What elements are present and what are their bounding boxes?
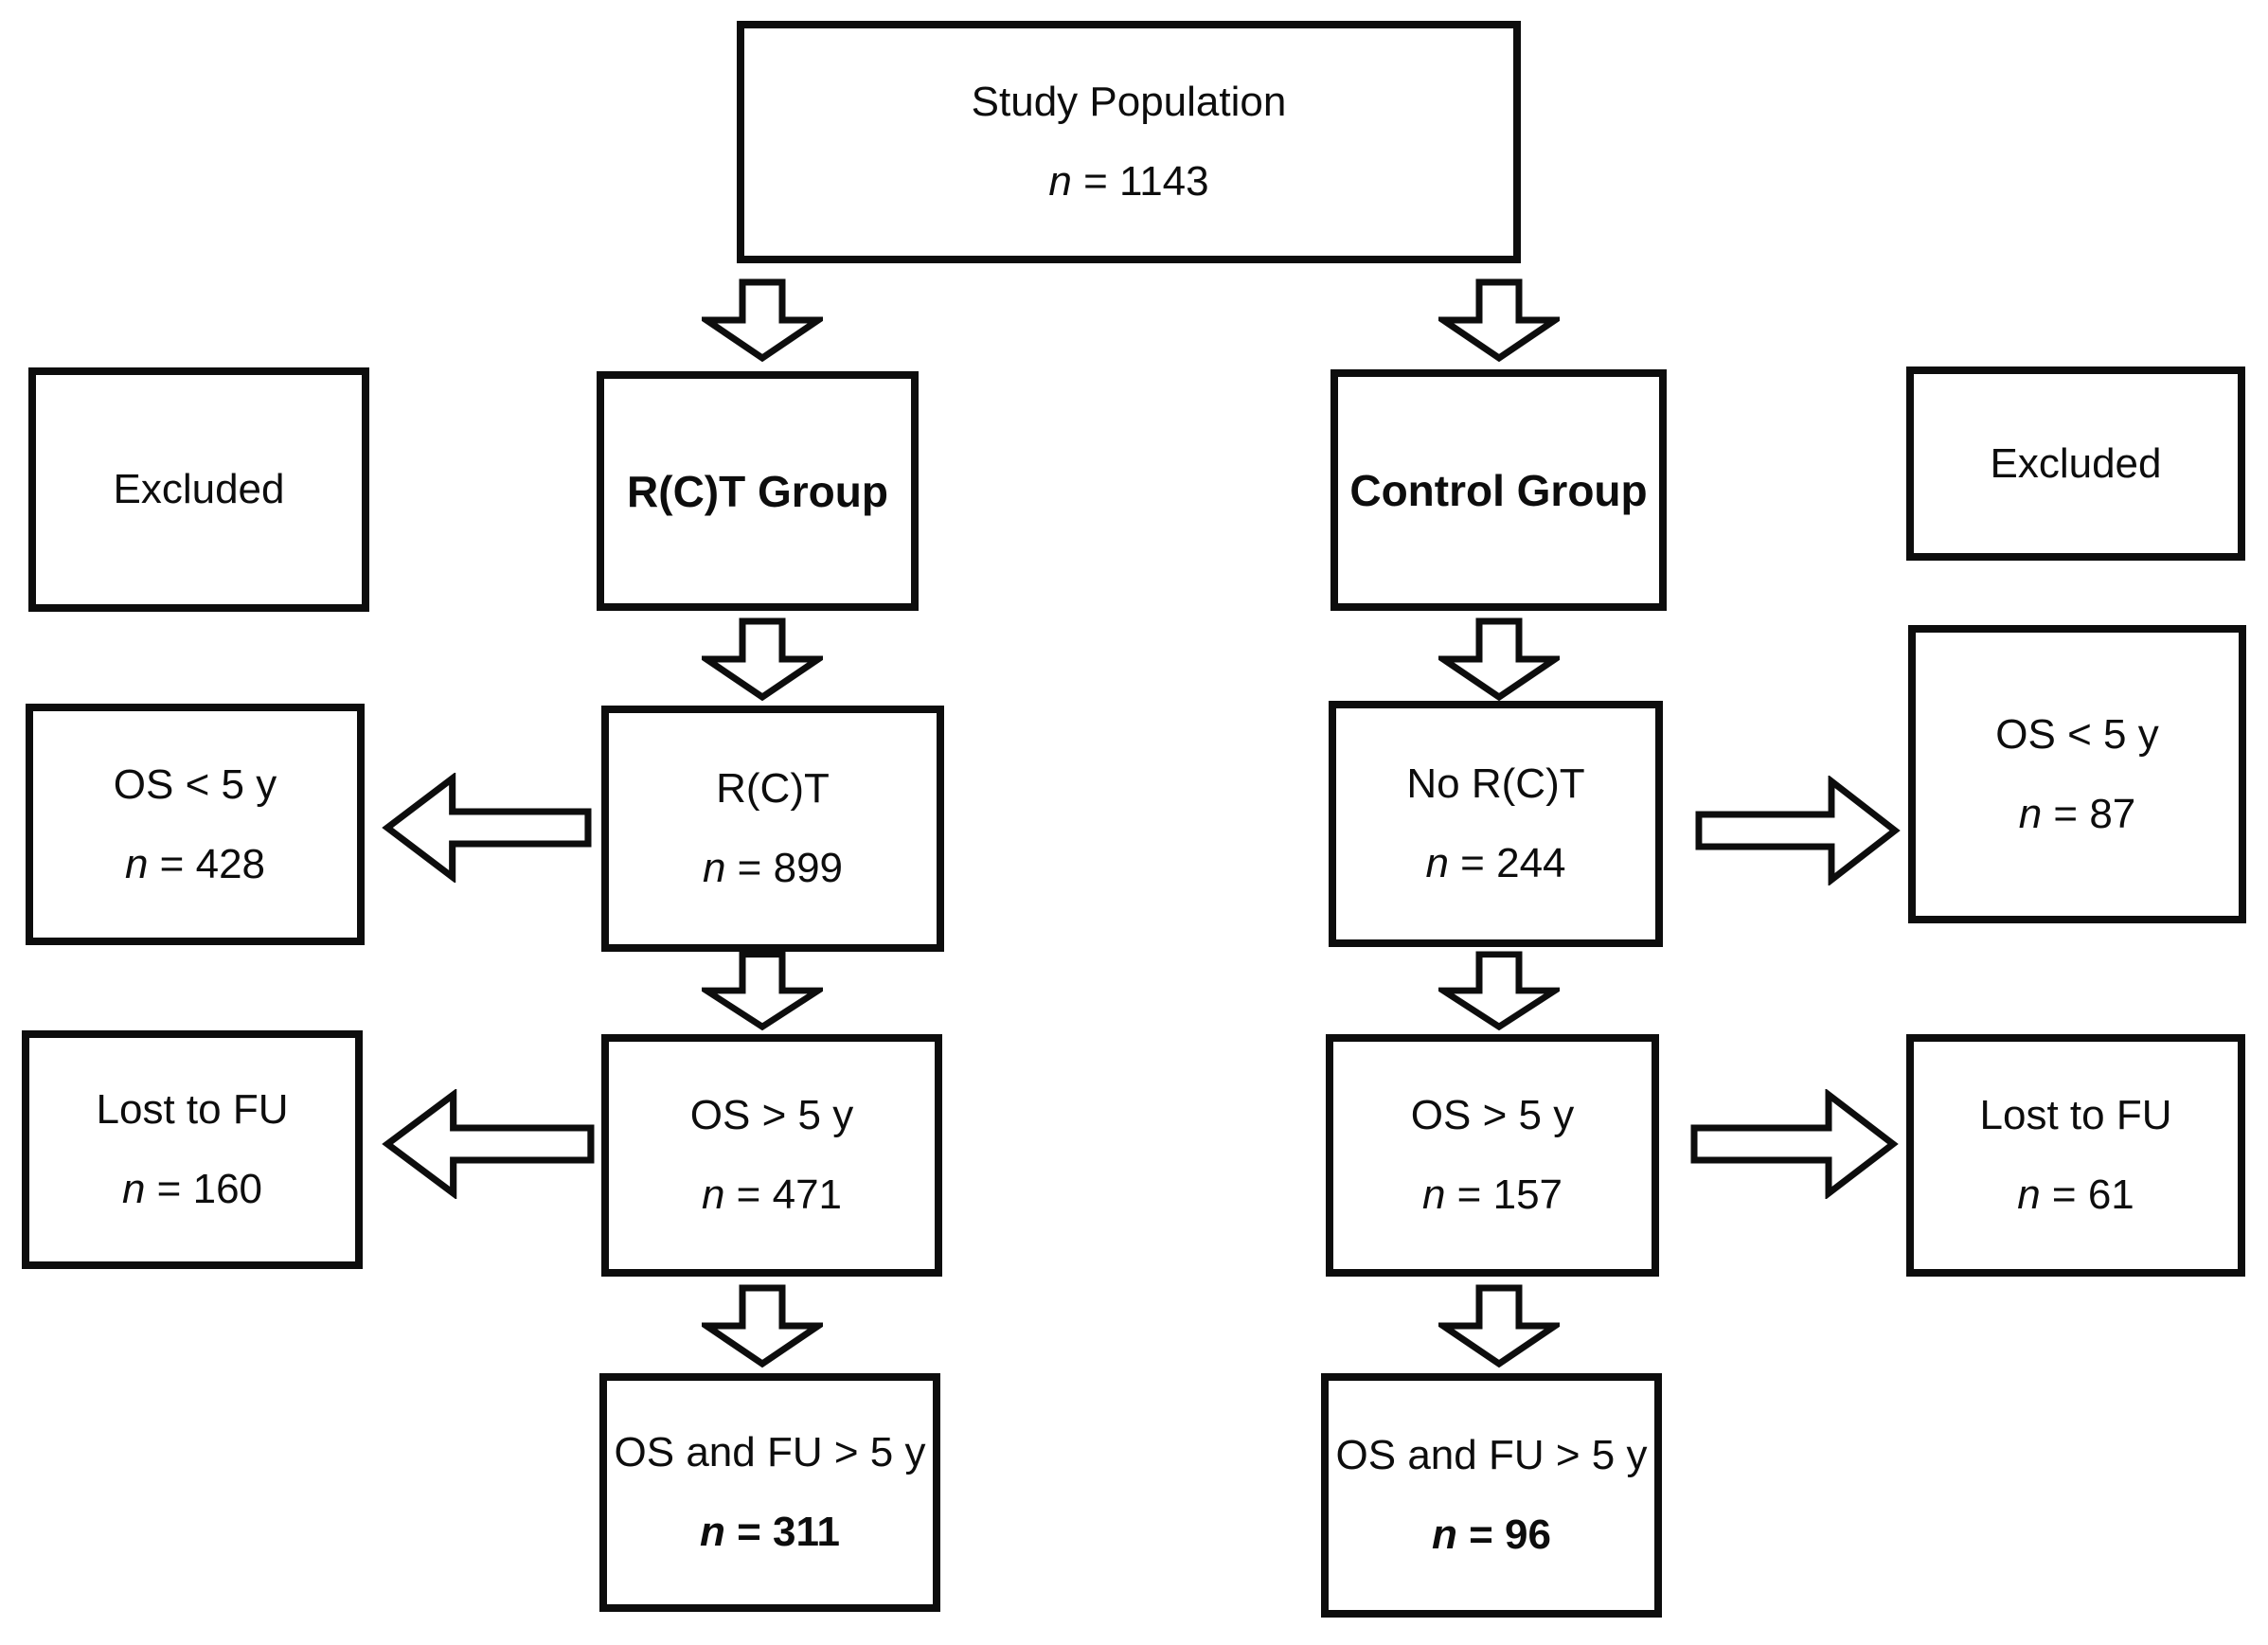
box-label: R(C)T (716, 765, 830, 812)
down-arrow-icon (702, 278, 823, 362)
n-symbol: n (1421, 1171, 1446, 1218)
n-symbol: n (2017, 1171, 2041, 1218)
box-count: n = 87 (2018, 790, 2136, 837)
box-count: n = 311 (700, 1511, 840, 1553)
n-symbol: n (701, 1171, 725, 1218)
arrow-shape (702, 278, 823, 362)
box-count: n = 96 (1432, 1514, 1551, 1556)
box-label: Study Population (971, 79, 1287, 125)
box-rct: R(C)T n = 899 (601, 706, 944, 952)
box-label: Excluded (1990, 439, 2162, 487)
box-os-under5-right: OS < 5 y n = 87 (1908, 625, 2246, 923)
down-arrow-icon (1438, 278, 1560, 362)
box-label: OS > 5 y (689, 1092, 854, 1138)
arrow-shape (702, 1284, 823, 1368)
box-label: OS and FU > 5 y (1335, 1432, 1648, 1478)
n-symbol: n (1425, 840, 1449, 886)
box-label: OS < 5 y (113, 760, 277, 808)
count-value: = 61 (2040, 1171, 2134, 1218)
box-label: OS > 5 y (1410, 1092, 1575, 1138)
right-arrow-icon (1695, 776, 1901, 885)
box-label: No R(C)T (1406, 760, 1585, 807)
arrow-shape (1438, 951, 1560, 1030)
count-value: = 899 (725, 845, 844, 891)
down-arrow-icon (702, 951, 823, 1030)
n-symbol: n (121, 1166, 146, 1212)
n-symbol: n (2018, 790, 2043, 837)
box-study-population: Study Population n = 1143 (737, 21, 1521, 263)
n-symbol: n (699, 1509, 725, 1555)
count-value: = 428 (148, 840, 266, 887)
count-value: = 87 (2042, 790, 2136, 837)
box-label: Control Group (1349, 465, 1648, 515)
down-arrow-icon (1438, 1284, 1560, 1368)
count-value: = 311 (724, 1509, 841, 1555)
arrow-shape (1690, 1089, 1899, 1199)
box-no-rct: No R(C)T n = 244 (1329, 701, 1663, 947)
box-count: n = 244 (1425, 843, 1565, 885)
arrow-shape (702, 617, 823, 701)
down-arrow-icon (1438, 951, 1560, 1030)
box-count: n = 1143 (1048, 161, 1208, 203)
box-lost-fu-left: Lost to FU n = 160 (22, 1030, 363, 1269)
arrow-shape (382, 773, 592, 883)
box-label: Lost to FU (1979, 1092, 2172, 1138)
box-label: Lost to FU (96, 1086, 289, 1133)
left-arrow-icon (382, 1089, 595, 1199)
count-value: = 471 (724, 1171, 843, 1218)
box-count: n = 899 (703, 848, 843, 889)
box-control-group: Control Group (1330, 369, 1667, 611)
box-os-over5-ctrl: OS > 5 y n = 157 (1326, 1034, 1659, 1277)
arrow-shape (1438, 617, 1560, 701)
count-value: = 96 (1456, 1511, 1551, 1558)
box-count: n = 160 (122, 1169, 262, 1210)
arrow-shape (382, 1089, 595, 1199)
arrow-shape (1438, 278, 1560, 362)
box-count: n = 471 (702, 1174, 842, 1216)
box-count: n = 428 (124, 840, 266, 887)
box-label: OS < 5 y (1995, 710, 2159, 758)
n-symbol: n (124, 840, 149, 887)
count-value: = 157 (1445, 1171, 1563, 1218)
down-arrow-icon (702, 617, 823, 701)
box-os-over5-rct: OS > 5 y n = 471 (601, 1034, 942, 1277)
box-label: Excluded (113, 466, 285, 512)
down-arrow-icon (702, 1284, 823, 1368)
down-arrow-icon (1438, 617, 1560, 701)
box-excluded-left: Excluded (28, 367, 369, 612)
box-lost-fu-right: Lost to FU n = 61 (1906, 1034, 2245, 1277)
right-arrow-icon (1690, 1089, 1899, 1199)
box-os-under5-left: OS < 5 y n = 428 (26, 704, 365, 945)
count-value: = 244 (1448, 840, 1566, 886)
arrow-shape (1695, 776, 1901, 885)
box-label: OS and FU > 5 y (614, 1429, 926, 1475)
box-label: R(C)T Group (627, 466, 888, 516)
box-excluded-right: Excluded (1906, 367, 2245, 561)
count-value: = 160 (145, 1166, 263, 1212)
box-os-fu-over5-rct: OS and FU > 5 y n = 311 (599, 1373, 940, 1612)
box-count: n = 157 (1422, 1174, 1563, 1216)
arrow-shape (702, 951, 823, 1030)
n-symbol: n (1432, 1511, 1457, 1558)
box-os-fu-over5-ctrl: OS and FU > 5 y n = 96 (1321, 1373, 1662, 1618)
left-arrow-icon (382, 773, 592, 883)
arrow-shape (1438, 1284, 1560, 1368)
n-symbol: n (702, 845, 726, 891)
n-symbol: n (1048, 158, 1072, 205)
box-count: n = 61 (2017, 1174, 2134, 1216)
count-value: = 1143 (1071, 158, 1209, 205)
box-rct-group: R(C)T Group (597, 371, 919, 611)
